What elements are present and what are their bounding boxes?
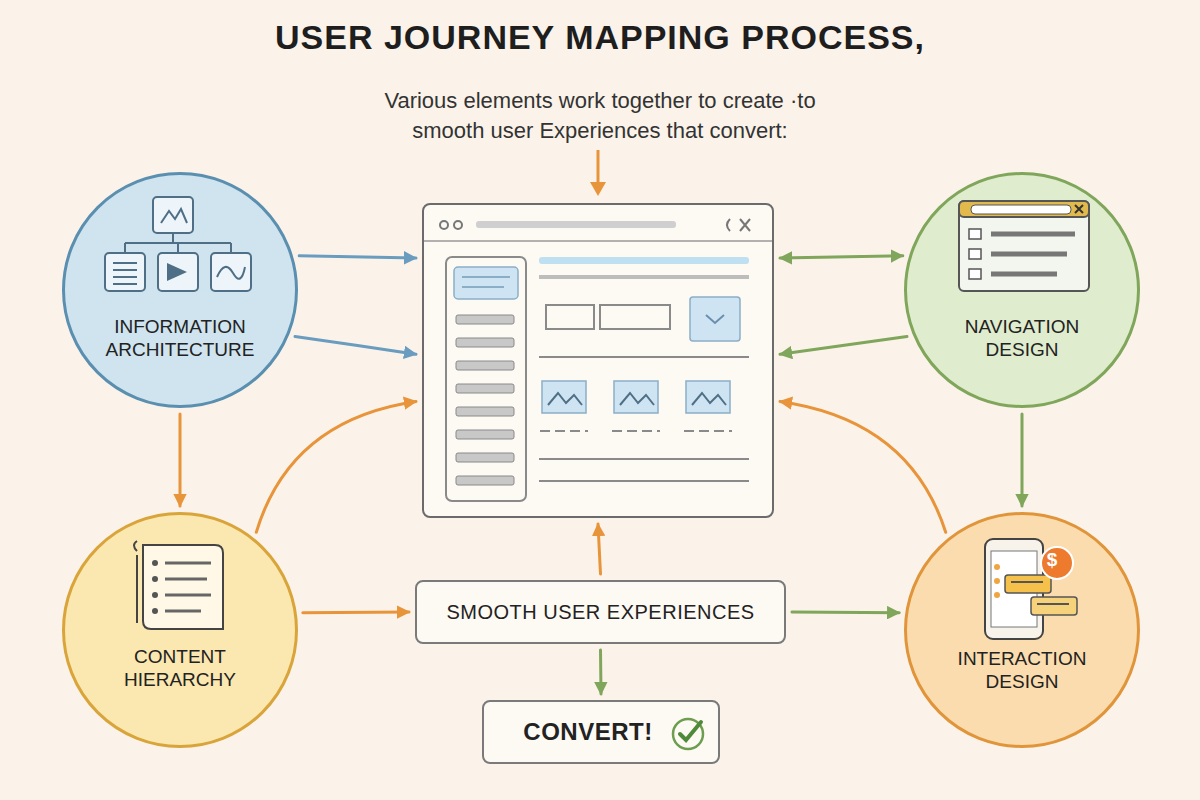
document-icon (65, 515, 301, 751)
flow-arrow (303, 611, 409, 615)
box-label: SMOOTH USER EXPERIENCES (446, 601, 754, 624)
circle-label: NAVIGATION DESIGN (927, 315, 1117, 361)
intro-arrow-head (590, 182, 606, 196)
hierarchy-icon (65, 175, 301, 411)
concept-circle: CONTENT HIERARCHY (62, 512, 298, 748)
flow-arrow (599, 650, 603, 694)
flow-arrow (598, 524, 601, 574)
concept-circle: INFORMATION ARCHITECTURE (62, 172, 298, 408)
navigation-icon (907, 175, 1143, 411)
interaction-icon (907, 515, 1143, 751)
symbol-label: $ (1040, 549, 1064, 571)
concept-circle: INTERACTION DESIGN (904, 512, 1140, 748)
flow-arrow (780, 256, 903, 258)
box-label: CONVERT! (523, 718, 652, 746)
concept-circle: NAVIGATION DESIGN (904, 172, 1140, 408)
intro-arrow (597, 150, 600, 184)
flow-arrow (780, 337, 907, 355)
circle-label: INFORMATION ARCHITECTURE (85, 315, 275, 361)
flow-arrow (295, 337, 416, 355)
browser-window (422, 203, 774, 518)
check-icon (668, 714, 708, 754)
diagram-subtitle: Various elements work together to create… (375, 86, 825, 146)
flow-arrow (179, 414, 182, 506)
goal-box: CONVERT! (482, 700, 720, 764)
flow-arrow (256, 401, 416, 532)
circle-label: CONTENT HIERARCHY (85, 645, 275, 691)
flow-arrow (1021, 414, 1024, 506)
flow-arrow (792, 611, 899, 615)
flow-arrow (299, 256, 416, 258)
flow-arrow (780, 401, 946, 532)
circle-label: INTERACTION DESIGN (927, 647, 1117, 693)
browser-mockup (424, 205, 772, 516)
diagram-title: USER JOURNEY MAPPING PROCESS, (0, 18, 1200, 57)
process-box: SMOOTH USER EXPERIENCES (415, 580, 786, 644)
